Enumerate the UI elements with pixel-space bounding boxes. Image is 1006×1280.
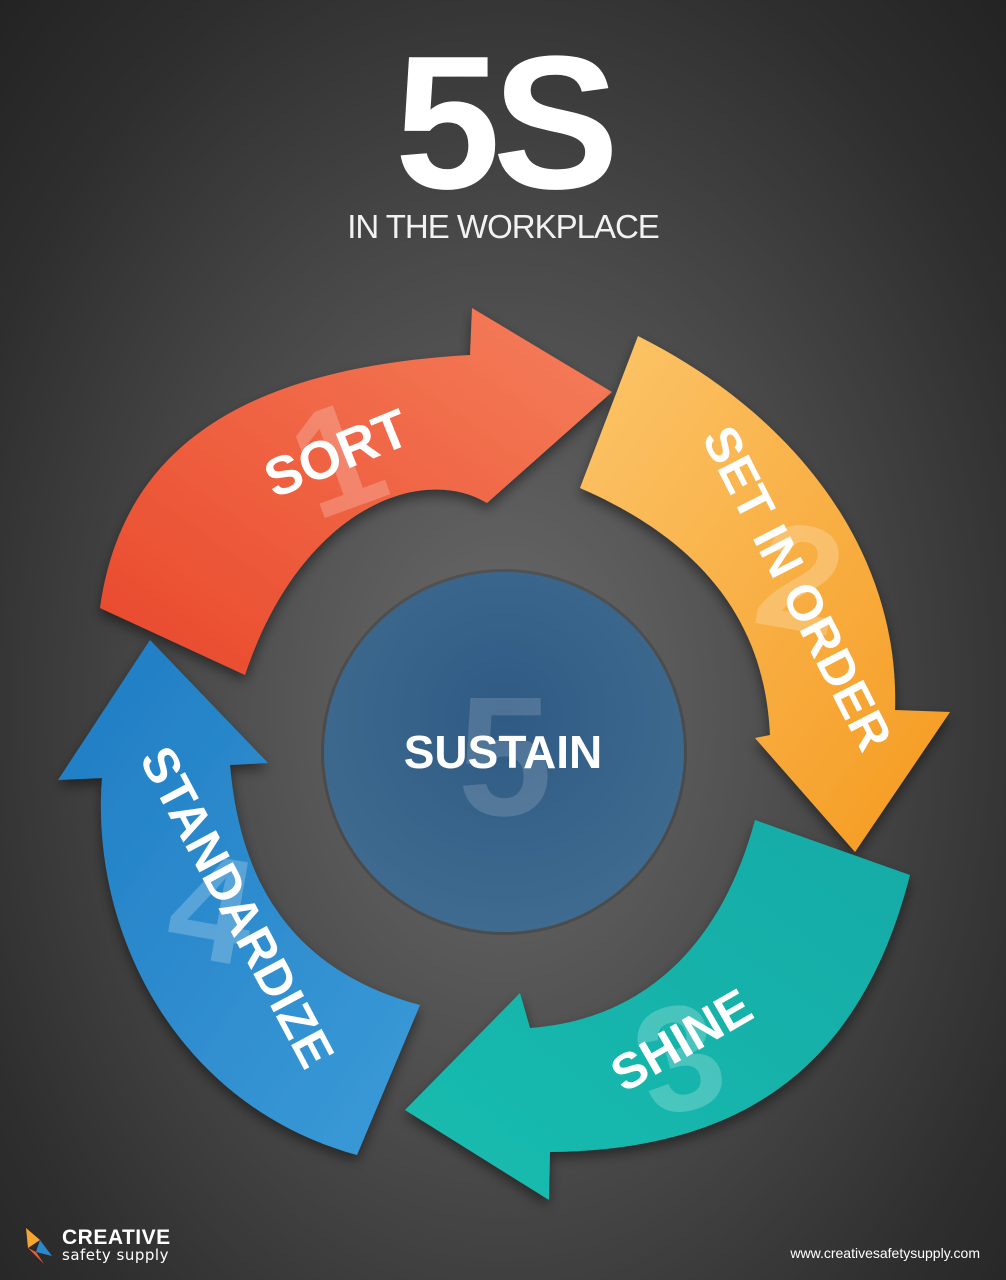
- step-sort-arrow: [100, 308, 612, 675]
- step-shine-arrow: [405, 820, 910, 1200]
- brand-logo-block: CREATIVE safety supply: [22, 1226, 222, 1270]
- page-subtitle: IN THE WORKPLACE: [347, 208, 660, 245]
- brand-tagline: safety supply: [62, 1246, 169, 1264]
- center-circle: [324, 572, 684, 932]
- page-title: 5S: [394, 17, 619, 229]
- center-sustain-number: 5: [458, 662, 553, 852]
- center-sustain-label: SUSTAIN: [404, 726, 603, 778]
- brand-logo-icon: [26, 1228, 52, 1264]
- brand-name: CREATIVE: [62, 1226, 171, 1249]
- step-standardize-arrow: [58, 640, 420, 1155]
- step-set-in-order-arrow: [580, 336, 950, 852]
- website-link[interactable]: www.creativesafetysupply.com: [790, 1245, 980, 1261]
